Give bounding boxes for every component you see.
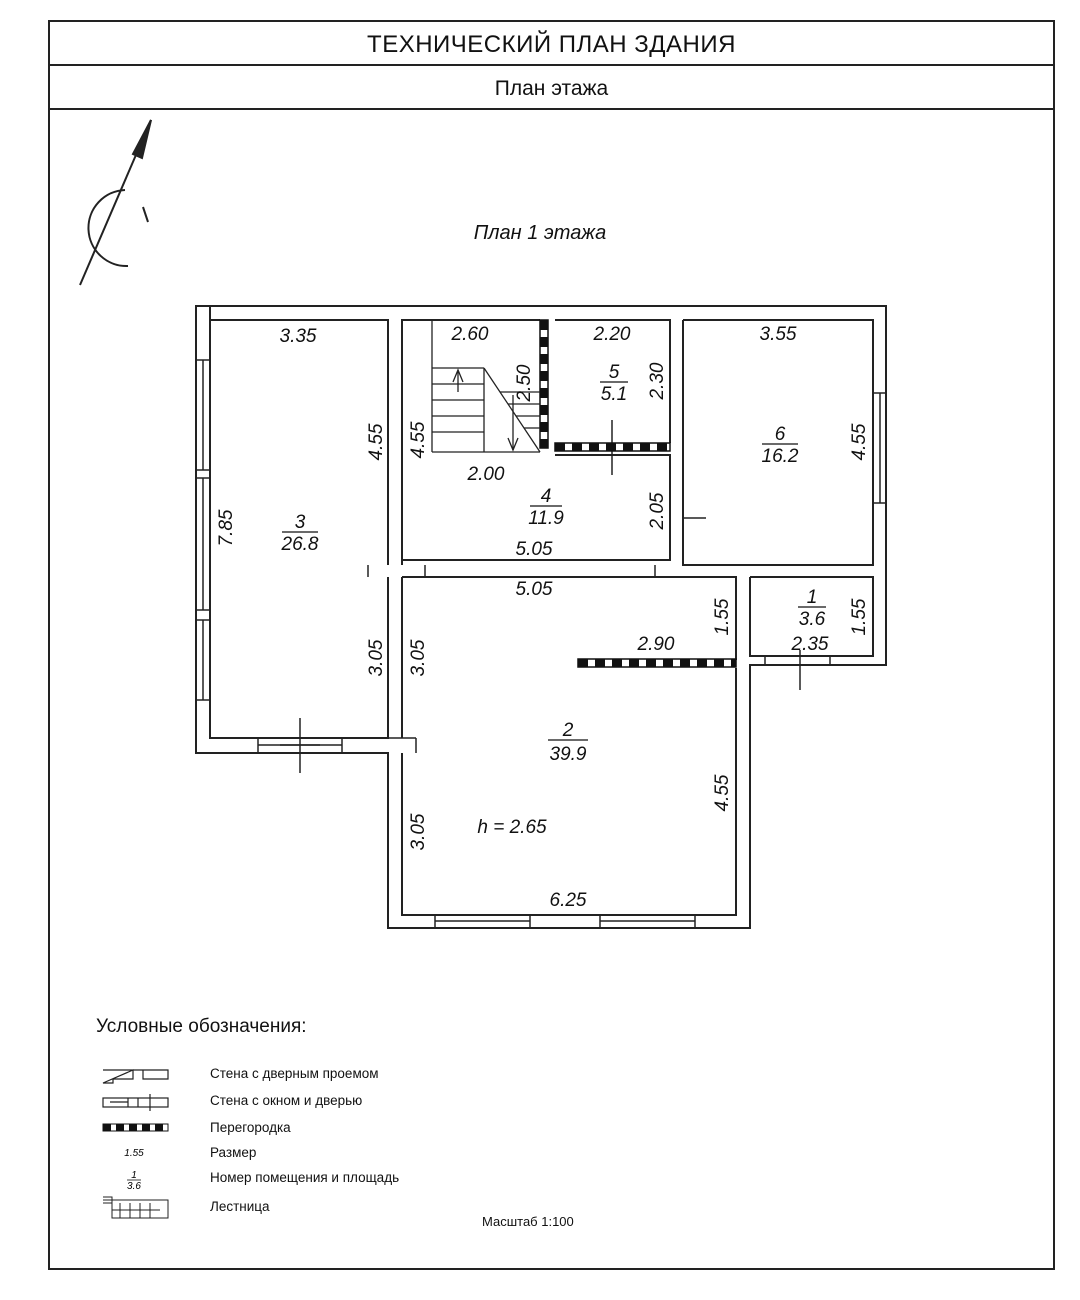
dim-r2-right-lower: 4.55 <box>712 774 733 811</box>
legend-label-window-door-wall: Стена с окном и дверью <box>210 1093 363 1108</box>
room-label-1: 1 3.6 <box>798 587 826 630</box>
room-number: 4 <box>541 486 552 507</box>
room-number: 6 <box>775 424 786 445</box>
room-area: 39.9 <box>550 744 587 765</box>
dim-r2-left-upper: 3.05 <box>408 639 429 676</box>
room-area: 5.1 <box>601 384 627 405</box>
room-label-3: 3 26.8 <box>281 512 319 555</box>
dim-r6-top: 3.55 <box>760 324 797 345</box>
legend-label-door-wall: Стена с дверным проемом <box>210 1066 379 1081</box>
dim-r2-left-lower: 3.05 <box>408 813 429 850</box>
dim-r4-right: 2.05 <box>647 492 668 530</box>
legend-sample-room-area: 3.6 <box>127 1181 141 1192</box>
legend-label-room-number: Номер помещения и площадь <box>210 1170 400 1185</box>
dim-r3-right-upper: 4.55 <box>366 423 387 460</box>
dim-r4-bottom: 5.05 <box>516 539 553 560</box>
floor-title: План 1 этажа <box>473 222 607 244</box>
dim-r2-top: 5.05 <box>516 579 553 600</box>
dim-r2-right-upper: 1.55 <box>712 598 733 635</box>
legend-title: Условные обозначения: <box>96 1016 307 1037</box>
dim-r2-bottom: 6.25 <box>550 890 587 911</box>
dim-r2-partition: 2.90 <box>637 634 675 655</box>
dim-stair-top: 2.60 <box>451 324 489 345</box>
legend-label-dimension: Размер <box>210 1145 257 1160</box>
room-label-2: 2 39.9 <box>548 720 588 765</box>
legend-symbol-room-number: 1 3.6 <box>127 1170 141 1192</box>
dim-r4-mid: 2.00 <box>467 464 505 485</box>
dim-r1-right: 1.55 <box>849 598 870 635</box>
height-label: h = 2.65 <box>477 817 547 838</box>
document-title: ТЕХНИЧЕСКИЙ ПЛАН ЗДАНИЯ <box>48 20 1055 64</box>
dim-stair-left: 4.55 <box>408 421 429 458</box>
room-area: 16.2 <box>762 446 799 467</box>
dim-r3-right-lower: 3.05 <box>366 639 387 676</box>
legend-symbol-partition <box>102 1123 169 1132</box>
room-number: 5 <box>609 362 620 383</box>
legend-symbol-door-wall <box>102 1069 169 1084</box>
room-label-5: 5 5.1 <box>600 362 628 405</box>
staircase-icon <box>431 320 541 453</box>
drawing-frame <box>48 108 1055 1270</box>
room-number: 2 <box>562 720 574 741</box>
dim-r3-left: 7.85 <box>216 509 237 546</box>
dim-stair-inner: 2.50 <box>514 364 535 402</box>
scale-label: Масштаб 1:100 <box>482 1214 574 1229</box>
partitions <box>539 319 737 668</box>
dim-r1-bottom: 2.35 <box>791 634 829 655</box>
dim-r6-right: 4.55 <box>849 423 870 460</box>
legend-symbol-dimension: 1.55 <box>124 1148 144 1159</box>
dim-r5-top: 2.20 <box>593 324 631 345</box>
north-arrow-icon <box>79 119 152 286</box>
legend-symbol-window-door-wall <box>102 1094 169 1111</box>
room-label-4: 4 11.9 <box>528 486 564 529</box>
dim-r3-top: 3.35 <box>280 326 317 347</box>
legend-symbol-staircase-icon <box>103 1196 169 1219</box>
room-number: 3 <box>295 512 306 533</box>
dim-r5-right: 2.30 <box>647 362 668 400</box>
legend-sample-room-number: 1 <box>131 1170 137 1181</box>
room-area: 11.9 <box>528 508 564 529</box>
legend-label-staircase: Лестница <box>210 1199 270 1214</box>
room-number: 1 <box>807 587 818 608</box>
room-area: 3.6 <box>799 609 826 630</box>
room-area: 26.8 <box>281 534 319 555</box>
legend-label-partition: Перегородка <box>210 1120 291 1135</box>
room-label-6: 6 16.2 <box>762 424 799 467</box>
